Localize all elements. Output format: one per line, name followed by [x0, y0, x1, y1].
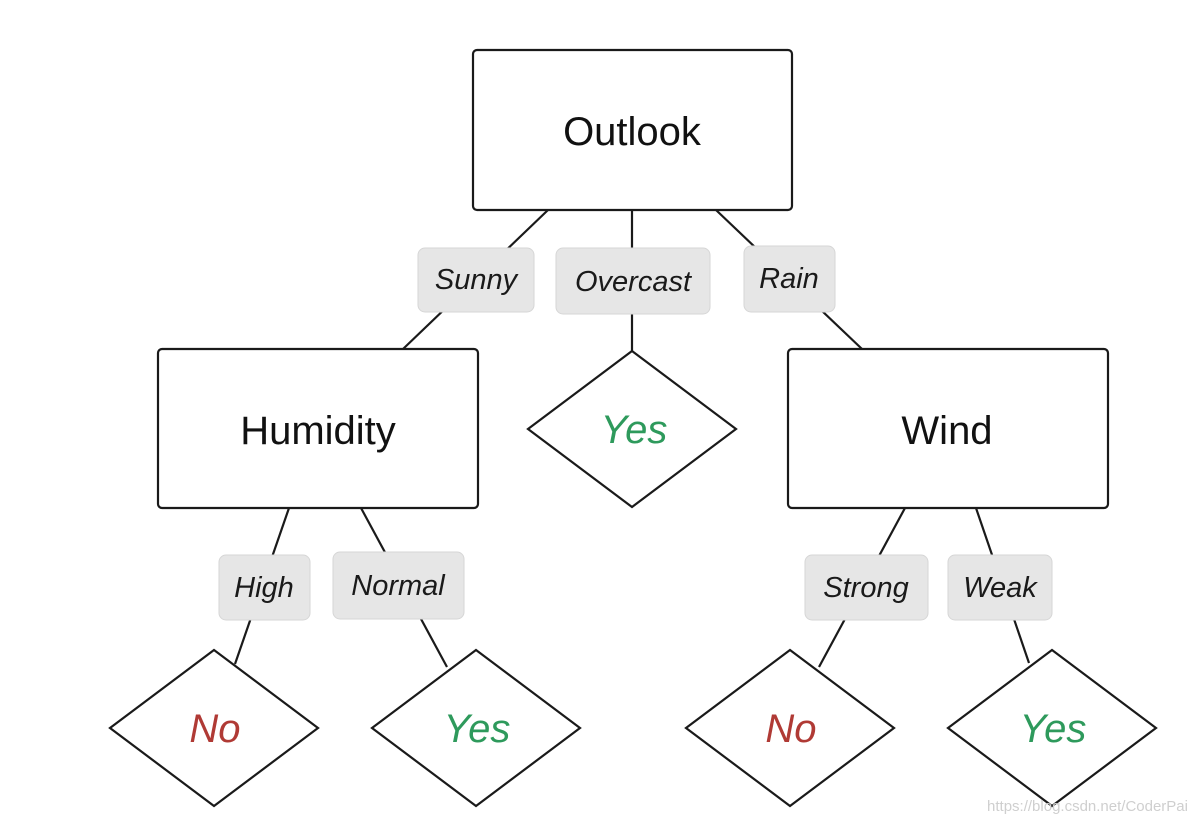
leaf-high-no-label: No — [189, 707, 240, 751]
edge-label-strong-text: Strong — [823, 572, 908, 604]
root-node-label: Outlook — [563, 110, 702, 154]
edge-label-high-text: High — [234, 572, 294, 604]
edge-label-rain-text: Rain — [759, 263, 819, 295]
edge-label-normal-text: Normal — [351, 570, 446, 602]
node-wind-label: Wind — [901, 409, 992, 453]
leaf-high-no: No — [108, 648, 320, 808]
edge-label-weak: Weak — [947, 554, 1053, 621]
node-humidity: Humidity — [156, 347, 480, 510]
node-wind: Wind — [786, 347, 1110, 510]
leaf-weak-yes-label: Yes — [1020, 707, 1087, 751]
edge-label-weak-text: Weak — [963, 572, 1038, 604]
edge-label-overcast: Overcast — [555, 247, 711, 315]
leaf-overcast-yes-label: Yes — [601, 408, 668, 452]
leaf-strong-no-label: No — [765, 707, 816, 751]
edge-label-rain: Rain — [743, 245, 836, 313]
watermark-text: https://blog.csdn.net/CoderPai — [987, 798, 1188, 815]
leaf-normal-yes: Yes — [370, 648, 582, 808]
edge-label-overcast-text: Overcast — [575, 266, 693, 298]
node-humidity-label: Humidity — [240, 409, 396, 453]
root-node-outlook: Outlook — [471, 48, 794, 212]
edge-label-high: High — [218, 554, 311, 621]
leaf-strong-no: No — [684, 648, 896, 808]
edge-label-normal: Normal — [332, 551, 465, 620]
edge-label-strong: Strong — [804, 554, 929, 621]
leaf-normal-yes-label: Yes — [444, 707, 511, 751]
leaf-weak-yes: Yes — [946, 648, 1158, 808]
leaf-overcast-yes: Yes — [526, 349, 738, 509]
edge-label-sunny: Sunny — [417, 247, 535, 313]
edge-label-sunny-text: Sunny — [435, 264, 519, 296]
